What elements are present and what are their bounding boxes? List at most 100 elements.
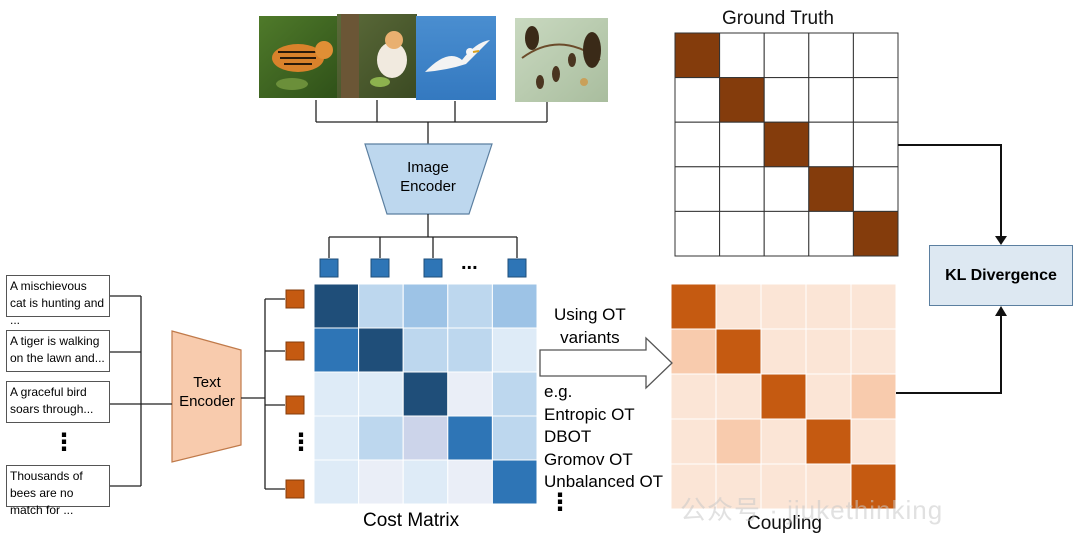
caption-box: A mischievous cat is hunting and ...: [6, 275, 110, 327]
text-encoder-shape: [171, 330, 242, 463]
text-embedding-connector: [241, 298, 285, 490]
ot-variant: Entropic OT: [544, 404, 635, 424]
ground-truth-cell: [808, 32, 854, 79]
coupling-cell: [760, 463, 807, 510]
cost-matrix: [313, 283, 538, 505]
cost-matrix-cell: [313, 283, 360, 329]
image-connector: [315, 100, 548, 144]
cost-matrix-cell: [447, 327, 493, 373]
coupling-cell: [670, 283, 717, 330]
watermark: 公众号 · jiukethinking: [680, 495, 944, 525]
ot-caption-line1: Using OT: [554, 305, 626, 324]
coupling-matrix: [670, 283, 897, 510]
cost-matrix-cell: [358, 371, 404, 417]
image-encoder-label: Image Encoder: [400, 159, 456, 195]
coupling-to-kl-arrow: [896, 312, 1002, 394]
ot-variant: Gromov OT: [544, 449, 633, 469]
ground-truth-cell: [808, 210, 854, 257]
caption-text: Thousands of bees are no match for ...: [10, 469, 83, 517]
image-encoder-shape: [364, 143, 493, 215]
kl-divergence-box: KL Divergence: [929, 245, 1073, 306]
coupling-cell: [760, 328, 807, 375]
ground-truth-cell: [719, 166, 765, 212]
ground-truth-cell: [852, 166, 899, 212]
ot-arrow: [539, 336, 673, 390]
caption-text: A mischievous cat is hunting and ...: [10, 279, 105, 327]
coupling-cell: [760, 373, 807, 420]
ground-truth-cell: [763, 166, 810, 212]
image-embedding: [423, 258, 443, 278]
ground-truth-cell: [719, 77, 765, 123]
cost-matrix-cell: [447, 459, 493, 505]
coupling-to-kl-arrowhead: [995, 306, 1007, 316]
gt-to-kl-arrow: [898, 144, 1002, 240]
ground-truth-cell: [674, 121, 721, 168]
coupling-cell: [850, 373, 897, 420]
text-embedding: [285, 289, 305, 309]
image-embedding-connector: [328, 214, 518, 258]
ground-truth-cell: [674, 32, 721, 79]
ground-truth-cell: [808, 77, 854, 123]
ground-truth-matrix: [674, 32, 899, 257]
ground-truth-cell: [674, 210, 721, 257]
coupling-cell: [805, 418, 852, 465]
caption-text: A tiger is walking on the lawn and...: [10, 334, 105, 365]
text-embedding: [285, 479, 305, 499]
caption-connector: [110, 295, 172, 487]
coupling-cell: [715, 328, 762, 375]
ground-truth-cell: [719, 121, 765, 168]
image-tiger: [259, 16, 345, 98]
image-embedding: [507, 258, 527, 278]
coupling-cell: [670, 463, 717, 510]
ground-truth-cell: [808, 121, 854, 168]
ground-truth-title: Ground Truth: [722, 8, 834, 29]
cost-matrix-cell: [358, 283, 404, 329]
ground-truth-cell: [852, 32, 899, 79]
image-bees: [515, 18, 608, 102]
cost-matrix-cell: [313, 459, 360, 505]
coupling-title: Coupling: [747, 513, 822, 534]
coupling-cell: [850, 463, 897, 510]
text-embedding-ellipsis: ⋮: [289, 429, 313, 456]
coupling-cell: [805, 283, 852, 330]
coupling-cell: [715, 283, 762, 330]
text-embedding: [285, 341, 305, 361]
coupling-cell: [805, 463, 852, 510]
cost-matrix-cell: [313, 327, 360, 373]
cost-matrix-cell: [402, 327, 449, 373]
coupling-cell: [760, 283, 807, 330]
cost-matrix-cell: [491, 327, 538, 373]
text-embedding: [285, 395, 305, 415]
cost-matrix-cell: [402, 371, 449, 417]
ot-eg: e.g.: [544, 382, 573, 401]
cost-matrix-cell: [313, 415, 360, 461]
ground-truth-cell: [674, 166, 721, 212]
ground-truth-cell: [763, 121, 810, 168]
coupling-cell: [715, 418, 762, 465]
text-embeddings: [285, 289, 305, 499]
ground-truth-cell: [852, 121, 899, 168]
cost-matrix-cell: [402, 415, 449, 461]
cost-matrix-cell: [491, 371, 538, 417]
ot-variant: Unbalanced OT: [544, 472, 664, 491]
caption-box: A graceful bird soars through...: [6, 381, 110, 423]
ground-truth-cell: [763, 210, 810, 257]
kl-divergence-label: KL Divergence: [945, 266, 1057, 284]
caption-ellipsis: ⋮: [52, 429, 76, 456]
cost-matrix-cell: [358, 415, 404, 461]
ot-caption: Using OT variants: [554, 304, 626, 349]
cost-matrix-cell: [491, 415, 538, 461]
ground-truth-cell: [719, 32, 765, 79]
ground-truth-cell: [763, 77, 810, 123]
cost-matrix-cell: [447, 415, 493, 461]
ot-variants: e.g. Entropic OT DBOT Gromov OT Unbalanc…: [544, 381, 663, 494]
coupling-cell: [670, 418, 717, 465]
gt-to-kl-arrowhead: [995, 236, 1007, 245]
ground-truth-cell: [852, 77, 899, 123]
ground-truth-cell: [808, 166, 854, 212]
ground-truth-cell: [719, 210, 765, 257]
ground-truth-cell: [763, 32, 810, 79]
cost-matrix-cell: [447, 371, 493, 417]
caption-box: A tiger is walking on the lawn and...: [6, 330, 110, 372]
